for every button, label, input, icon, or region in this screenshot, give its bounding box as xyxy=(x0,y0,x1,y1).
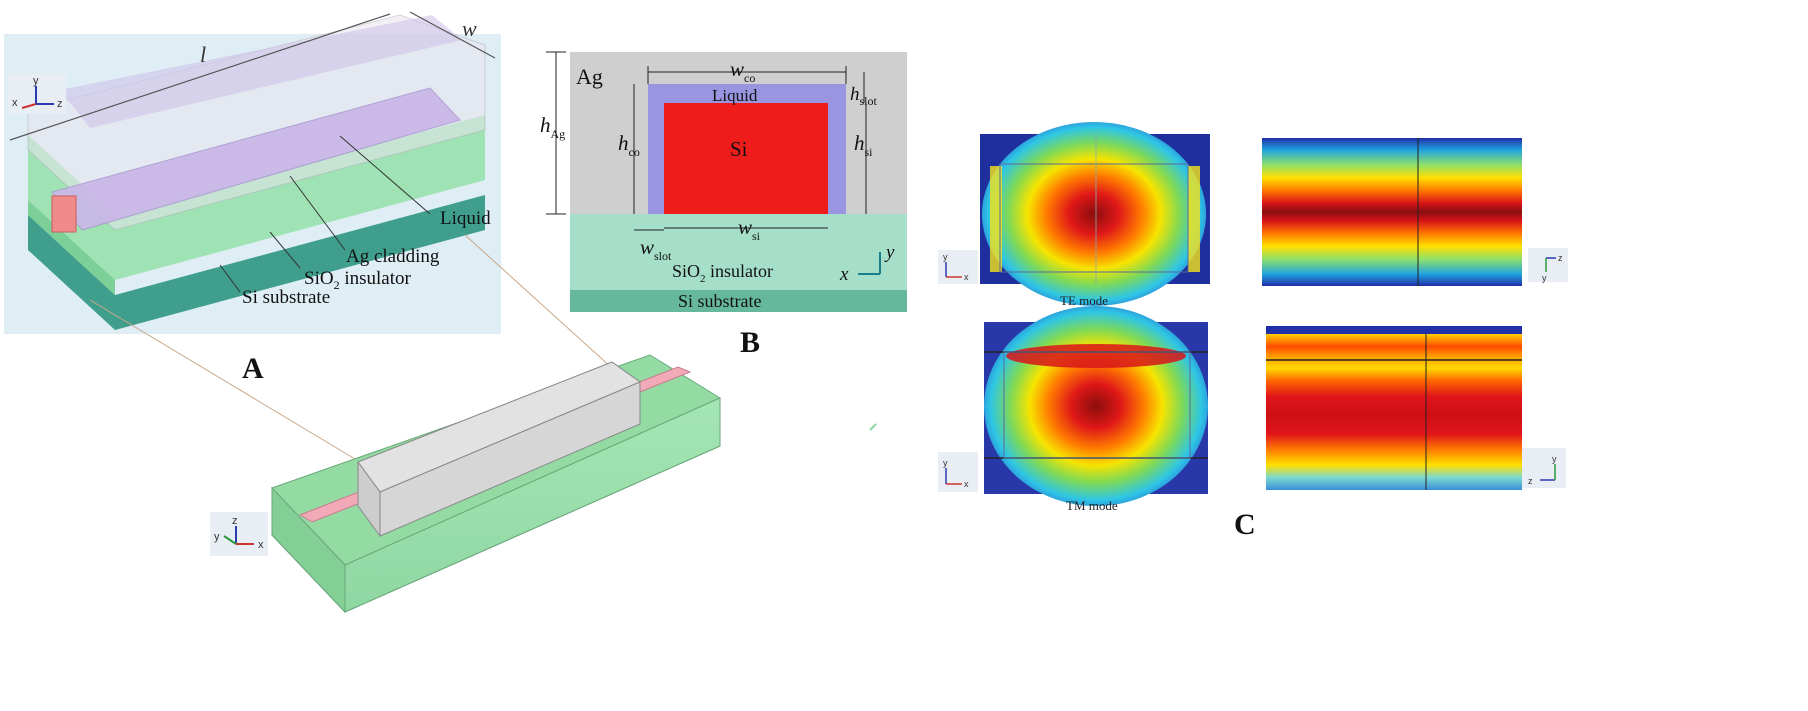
svg-text:x: x xyxy=(964,479,969,489)
tm-mode-caption: TM mode xyxy=(1066,498,1118,513)
b-label-ag: Ag xyxy=(576,64,603,89)
panel-a: l w Liquid Ag cladding SiO2 insulator Si… xyxy=(4,11,501,385)
device-axis-y-label: y xyxy=(214,531,220,543)
device-sio2-side xyxy=(344,397,721,613)
b-label-sio2-insulator: SiO2 insulator xyxy=(672,261,773,285)
b-si-core xyxy=(664,103,828,214)
te-mode-caption: TE mode xyxy=(1060,293,1108,308)
a-label-sio2-insulator: SiO2 insulator xyxy=(304,268,411,292)
a-substrate-layer xyxy=(28,195,485,330)
device-axis-z-label: z xyxy=(232,515,238,527)
te-front-field-plot xyxy=(980,122,1210,306)
svg-text:x: x xyxy=(964,272,969,282)
b-axis-x-label: x xyxy=(839,264,849,285)
a-axis-z-label: z xyxy=(57,98,63,110)
a-axis-y-label: y xyxy=(33,75,39,87)
svg-text:z: z xyxy=(1558,253,1563,263)
svg-text:y: y xyxy=(943,458,948,468)
a-leader-substrate xyxy=(219,264,241,293)
b-dim-wco-label: wco xyxy=(730,57,755,85)
b-substrate-region xyxy=(570,290,907,312)
tm-side-field-plot xyxy=(1266,326,1522,490)
panel-c: TE mode TM mode y x xyxy=(938,122,1568,541)
b-dim-hag-label: hAg xyxy=(540,113,565,141)
b-dim-hco-label: hco xyxy=(618,131,640,159)
a-axis-x-label: x xyxy=(12,97,18,109)
connector-b-to-device xyxy=(464,234,613,369)
connector-a-to-device xyxy=(89,299,361,463)
stray-mark xyxy=(869,423,877,431)
tm-side-axis-triad: z y xyxy=(1522,448,1566,488)
a-dim-w-line xyxy=(409,11,496,59)
svg-text:y: y xyxy=(1552,454,1557,464)
device-axis-x-label: x xyxy=(258,539,264,551)
te-front-axis-triad: y x xyxy=(938,250,978,284)
a-label-si-substrate: Si substrate xyxy=(242,287,330,308)
b-dim-hsi-label: hsi xyxy=(854,131,873,159)
a-dim-l-label: l xyxy=(200,42,206,67)
b-dim-wslot-label: wslot xyxy=(640,235,672,263)
panel-b: Ag Liquid Si SiO2 insulator Si substrate… xyxy=(540,51,907,359)
panel-b-label: B xyxy=(740,326,760,359)
a-leader-ag xyxy=(289,175,346,251)
b-dim-hslot-label: hslot xyxy=(850,84,878,108)
b-label-liquid: Liquid xyxy=(712,86,758,105)
a-axis-triad: x y z xyxy=(8,74,66,114)
device-axis-triad: z y x xyxy=(210,512,268,556)
a-dim-w-label: w xyxy=(462,16,477,41)
device-cladding-side xyxy=(379,381,641,537)
a-leader-liquid xyxy=(339,135,431,215)
a-si-core-face xyxy=(51,195,77,233)
te-side-field-plot xyxy=(1262,138,1522,286)
te-side-axis-triad: z y xyxy=(1528,248,1568,283)
svg-text:y: y xyxy=(943,252,948,262)
tm-front-field-plot xyxy=(984,306,1208,506)
a-sio2-side xyxy=(28,200,115,295)
panel-a-label: A xyxy=(242,352,264,385)
a-axis-x-arrow xyxy=(21,103,37,109)
b-dim-wsi-label: wsi xyxy=(738,215,761,243)
panel-c-label: C xyxy=(1234,508,1256,541)
device-axis-y-arrow xyxy=(223,535,237,545)
b-label-si-substrate: Si substrate xyxy=(678,291,762,311)
b-axis-y-label: y xyxy=(884,242,895,263)
a-label-ag-cladding: Ag cladding xyxy=(346,246,440,267)
main-device: z y x xyxy=(210,354,722,614)
tm-front-axis-triad: y x xyxy=(938,452,978,492)
svg-text:y: y xyxy=(1542,273,1547,283)
a-label-liquid: Liquid xyxy=(440,208,491,229)
svg-text:z: z xyxy=(1528,476,1533,486)
b-label-si: Si xyxy=(730,137,748,161)
a-liquid-core-top xyxy=(60,15,462,128)
b-sio2-region xyxy=(570,214,907,290)
a-dim-l-line xyxy=(9,13,391,141)
a-leader-sio2 xyxy=(269,231,301,269)
